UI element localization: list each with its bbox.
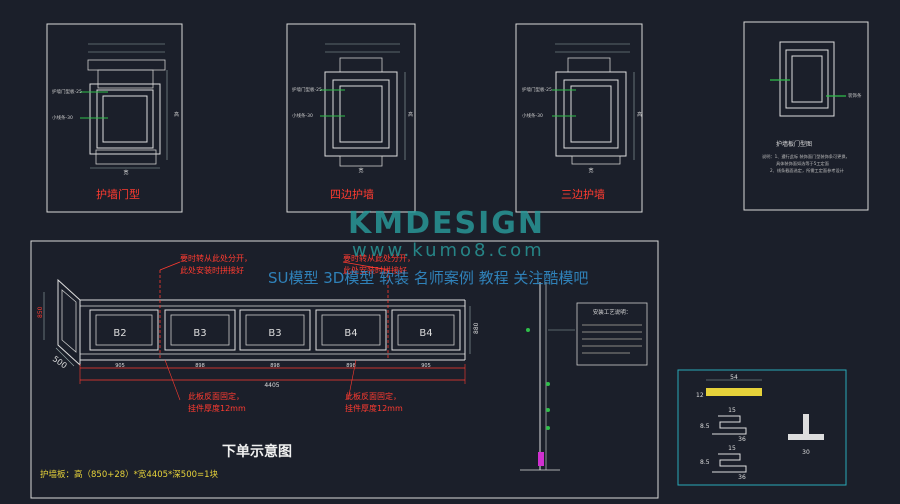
dim-seg: 898 bbox=[195, 363, 205, 369]
profile-dim: 30 bbox=[802, 449, 810, 456]
note-back-1: 此板反面固定， bbox=[188, 391, 244, 401]
svg-text:小线条-30: 小线条-30 bbox=[52, 114, 73, 121]
order-line: 护墙板：高（850+28）*宽4405*深500=1块 bbox=[40, 469, 219, 480]
title-door-type: 护墙门型 bbox=[96, 187, 140, 201]
svg-text:说明：1、遵行此标 装饰面门型装饰条可更换，: 说明：1、遵行此标 装饰面门型装饰条可更换， bbox=[762, 153, 850, 160]
svg-text:2、线条截面选定，所需工定面参考设计: 2、线条截面选定，所需工定面参考设计 bbox=[770, 167, 844, 174]
dim-total: 4405 bbox=[264, 382, 279, 389]
wall-panels: B2 B3 B3 B4 B4 bbox=[89, 309, 461, 351]
dim-seg: 898 bbox=[346, 363, 356, 369]
dim-height-2: 880 bbox=[473, 322, 480, 334]
panel-three-side: 护墙门型板-25 小线条-30 宽 高 三边护墙 bbox=[515, 23, 643, 213]
panel-label-b4: B4 bbox=[344, 328, 357, 339]
door-panel-title: 护墙板门型图 bbox=[776, 140, 812, 148]
dim-seg: 905 bbox=[421, 363, 431, 369]
dim-seg: 905 bbox=[115, 363, 125, 369]
note-back-1b: 挂件厚度12mm bbox=[188, 403, 246, 413]
profile-dim: 54 bbox=[730, 374, 738, 381]
profile-dim: 8.5 bbox=[700, 459, 710, 466]
profile-dim: 15 bbox=[728, 445, 736, 452]
panel-label-b2: B2 bbox=[113, 328, 126, 339]
profile-dim: 36 bbox=[738, 436, 746, 443]
panel-label-b3: B3 bbox=[193, 328, 206, 339]
profile-dim: 8.5 bbox=[700, 423, 710, 430]
width-label: 宽 bbox=[123, 169, 128, 176]
note-split-1: 要时转从此处分开， bbox=[180, 253, 252, 263]
order-diagram-frame: 850 500 B2 B3 B3 B4 B4 bbox=[30, 240, 659, 499]
svg-text:护墙门型板-25: 护墙门型板-25 bbox=[292, 86, 322, 93]
panel-label-b3: B3 bbox=[268, 328, 281, 339]
height-label: 高 bbox=[637, 111, 642, 118]
panel-label-b4: B4 bbox=[419, 328, 432, 339]
main-title: 下单示意图 bbox=[222, 443, 292, 460]
svg-text:护墙门型板-25: 护墙门型板-25 bbox=[522, 86, 552, 93]
panel-four-side: 护墙门型板-25 小线条-30 宽 高 四边护墙 bbox=[286, 23, 416, 213]
height-label: 高 bbox=[174, 111, 179, 118]
svg-text:护墙门型板-25: 护墙门型板-25 bbox=[52, 88, 82, 95]
width-label: 宽 bbox=[358, 167, 363, 174]
svg-text:装饰条: 装饰条 bbox=[848, 92, 862, 99]
note-split-2b: 此处安装时拼接好 bbox=[343, 265, 407, 275]
profile-detail: 54 12 15 36 8.5 15 36 8.5 30 bbox=[677, 369, 847, 486]
title-four-side: 四边护墙 bbox=[330, 187, 374, 201]
profile-dim: 12 bbox=[696, 392, 704, 399]
note-back-2b: 挂件厚度12mm bbox=[345, 403, 403, 413]
height-label: 高 bbox=[408, 111, 413, 118]
process-title: 安装工艺说明： bbox=[593, 308, 632, 316]
svg-text:具体装饰面如选等于5工定面: 具体装饰面如选等于5工定面 bbox=[776, 160, 829, 167]
svg-text:小线条-30: 小线条-30 bbox=[522, 112, 543, 119]
profile-dim: 15 bbox=[728, 407, 736, 414]
note-back-2: 此板反面固定， bbox=[345, 391, 401, 401]
profile-dim: 36 bbox=[738, 474, 746, 481]
note-split-2: 要时转从此处分开， bbox=[343, 253, 415, 263]
panel-door-panel: 装饰条 护墙板门型图 说明：1、遵行此标 装饰面门型装饰条可更换， 具体装饰面如… bbox=[743, 21, 869, 211]
title-three-side: 三边护墙 bbox=[561, 187, 605, 201]
panel-door-type: 护墙门型板-25 小线条-30 宽 高 护墙门型 bbox=[46, 23, 183, 213]
svg-text:小线条-30: 小线条-30 bbox=[292, 112, 313, 119]
dim-seg: 898 bbox=[270, 363, 280, 369]
width-label: 宽 bbox=[588, 167, 593, 174]
dim-height: 850 bbox=[37, 306, 44, 318]
note-split-1b: 此处安装时拼接好 bbox=[180, 265, 244, 275]
